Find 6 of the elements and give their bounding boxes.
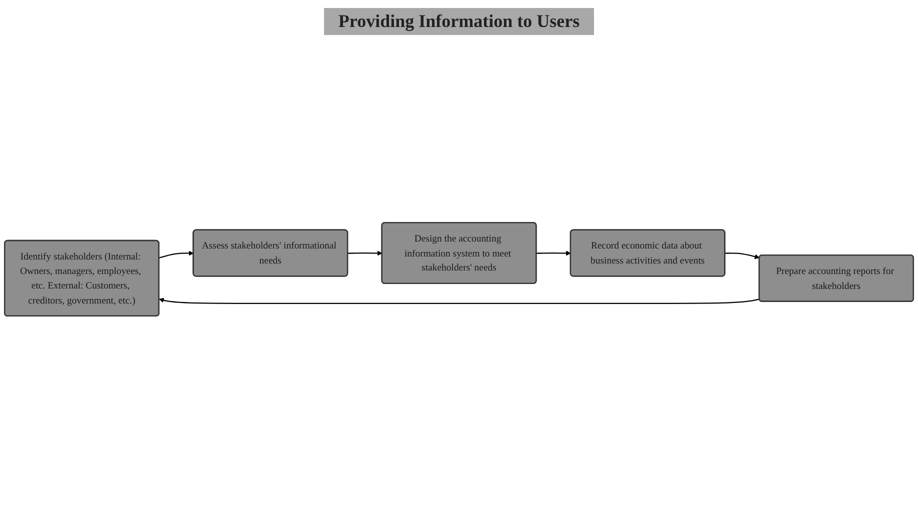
- arrow: [158, 298, 760, 304]
- arrow: [159, 250, 194, 258]
- arrow: [348, 250, 382, 256]
- arrow: [725, 252, 760, 259]
- arrow: [536, 250, 571, 256]
- title: Providing Information to Users: [324, 8, 594, 35]
